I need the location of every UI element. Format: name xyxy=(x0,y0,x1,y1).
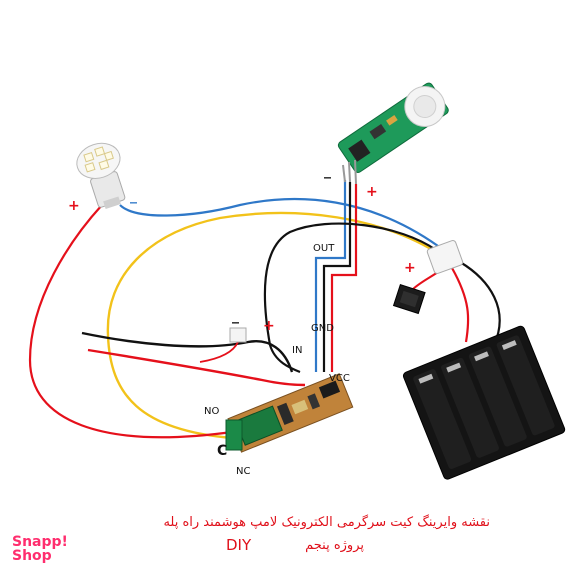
caption-subtitle: پروژه پنجم xyxy=(305,538,364,553)
jst-connector xyxy=(229,327,247,343)
lamp-plus-label: + xyxy=(68,198,80,214)
nc-label: NC xyxy=(236,466,250,477)
battery-holder xyxy=(402,325,566,480)
out-label: OUT xyxy=(313,243,335,254)
sensor-pin-1 xyxy=(342,164,346,183)
black-wire-loop xyxy=(263,222,437,374)
input-wire-red xyxy=(87,348,306,387)
lamp-minus-label: _ xyxy=(130,188,137,204)
switch-plus-label: + xyxy=(404,260,416,276)
sensor-wire-blue xyxy=(314,180,347,372)
led-lamp xyxy=(76,142,126,210)
wire-connector-sensor xyxy=(426,239,464,275)
blue-wire xyxy=(119,197,439,247)
snappshop-logo: Snapp! Shop xyxy=(12,535,68,563)
in-label: IN xyxy=(292,345,302,356)
battery-wire-black xyxy=(459,261,501,346)
pir-sensor xyxy=(337,82,449,173)
relay-terminal-block xyxy=(225,419,243,451)
battery-wire-red xyxy=(451,267,470,343)
logo-line1: Snapp! xyxy=(12,534,68,550)
jst-plus-label: + xyxy=(263,318,275,334)
sensor-pin-2 xyxy=(348,161,351,183)
sensor-wire-red xyxy=(330,184,358,372)
sensor-plus-label: + xyxy=(366,184,378,200)
sensor-pin-3 xyxy=(354,159,357,185)
c-label: C xyxy=(217,443,227,459)
no-label: NO xyxy=(204,406,219,417)
jst-wire xyxy=(199,341,239,363)
rocker-switch xyxy=(392,283,426,315)
caption-title: نقشه وایرینگ کیت سرگرمی الکترونیک لامپ ه… xyxy=(163,515,490,530)
vcc-label: VCC xyxy=(329,373,350,384)
red-wire-lamp xyxy=(28,204,233,439)
caption-diy: DIY xyxy=(226,536,252,554)
logo-line2: Shop xyxy=(12,548,52,564)
jst-minus-label: _ xyxy=(232,308,239,324)
yellow-wire xyxy=(106,211,437,440)
sensor-minus-label: _ xyxy=(324,163,331,179)
gnd-label: GND xyxy=(311,323,334,334)
